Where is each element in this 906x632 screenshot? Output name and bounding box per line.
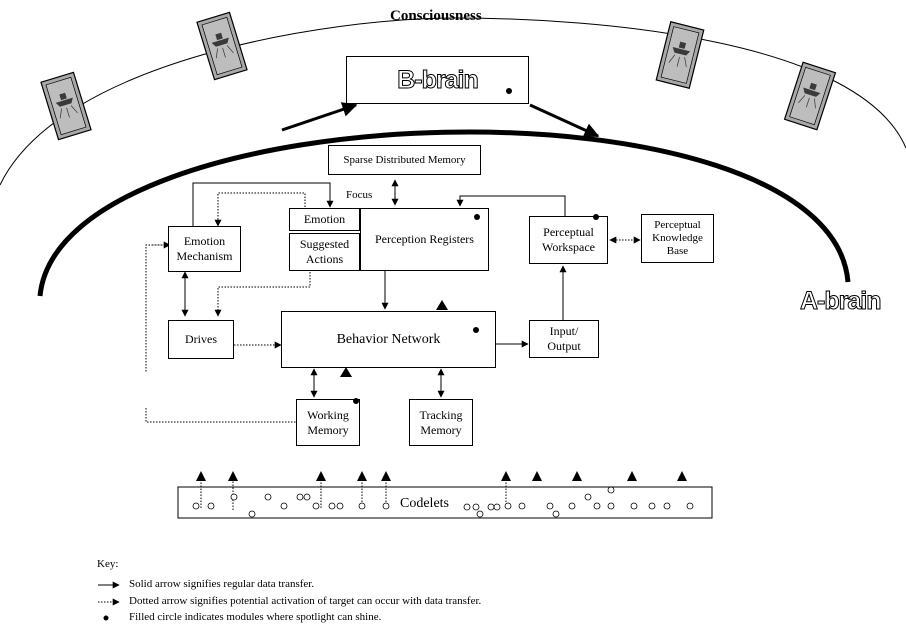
key-circle-text: Filled circle indicates modules where sp… xyxy=(129,611,382,623)
codelets-box xyxy=(177,486,713,519)
a-brain-label: A-brain xyxy=(800,287,882,316)
sparse-distributed-memory-box: Sparse Distributed Memory xyxy=(328,145,481,175)
consciousness-title: Consciousness xyxy=(390,8,482,24)
codelets-label: Codelets xyxy=(400,496,449,511)
spotlight-icon xyxy=(196,11,248,81)
spotlight-dot xyxy=(506,88,512,94)
key-heading: Key: xyxy=(97,558,119,570)
key-dotted-text: Dotted arrow signifies potential activat… xyxy=(129,595,482,607)
perceptual-knowledge-base-box: Perceptual Knowledge Base xyxy=(641,214,714,263)
key-solid-text: Solid arrow signifies regular data trans… xyxy=(129,578,315,590)
b-brain-box: B-brain xyxy=(346,56,529,104)
emotion-mechanism-box: Emotion Mechanism xyxy=(168,226,241,272)
spotlight-dot xyxy=(473,327,479,333)
perception-registers-box: Perception Registers xyxy=(360,208,489,271)
spotlight-dot xyxy=(474,214,480,220)
spotlight-dot xyxy=(593,214,599,220)
focus-label: Focus xyxy=(346,189,373,201)
spotlight-icon xyxy=(40,71,92,141)
behavior-network-box: Behavior Network xyxy=(281,311,496,368)
emotion-box: Emotion xyxy=(289,208,360,231)
b-brain-label: B-brain xyxy=(397,65,479,94)
spotlight-icon xyxy=(783,61,837,131)
working-memory-box: Working Memory xyxy=(296,399,360,446)
tracking-memory-box: Tracking Memory xyxy=(409,399,473,446)
spotlight-icon xyxy=(655,21,705,89)
input-output-box: Input/ Output xyxy=(529,320,599,358)
drives-box: Drives xyxy=(168,320,234,359)
suggested-actions-box: Suggested Actions xyxy=(289,233,360,271)
a-brain-arc xyxy=(37,129,851,297)
spotlight-dot xyxy=(353,398,359,404)
perceptual-workspace-box: Perceptual Workspace xyxy=(529,216,608,264)
